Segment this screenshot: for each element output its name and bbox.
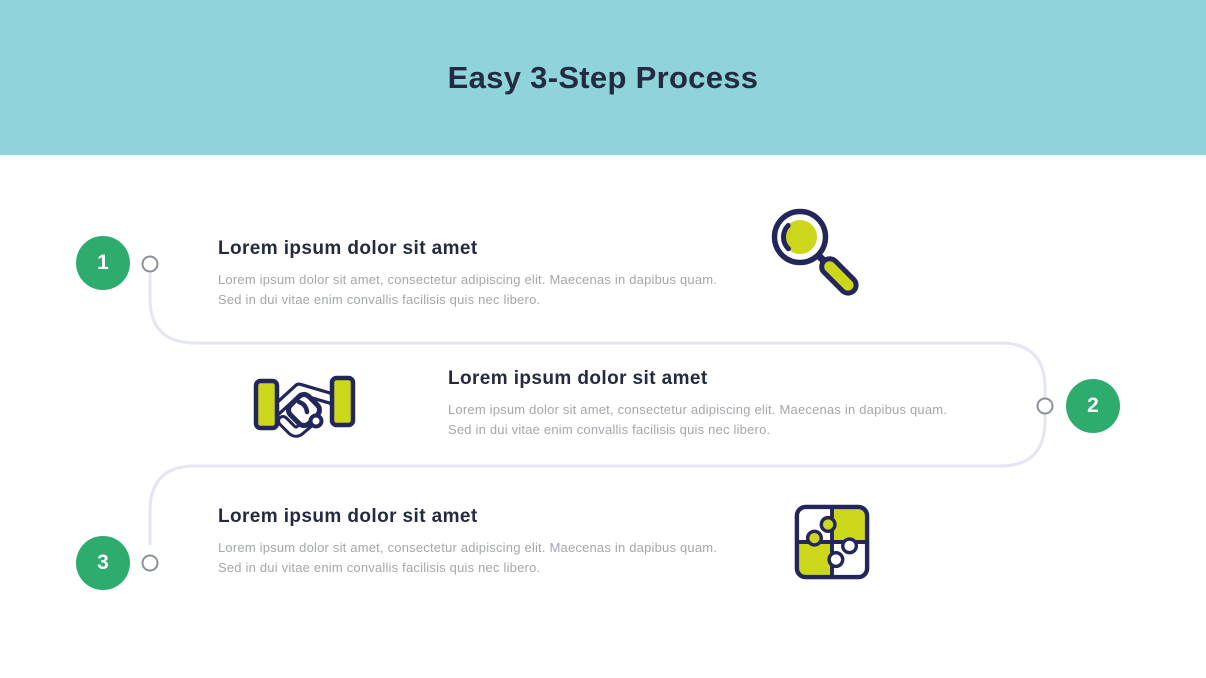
header-band: Easy 3-Step Process: [0, 0, 1206, 155]
slide-title: Easy 3-Step Process: [447, 59, 759, 95]
step-1-text: Lorem ipsum dolor sit amet Lorem ipsum d…: [218, 238, 717, 309]
step-3-title: Lorem ipsum dolor sit amet: [218, 506, 478, 527]
step-1-number-badge: 1: [76, 236, 130, 290]
step-1-title: Lorem ipsum dolor sit amet: [218, 238, 478, 259]
magnifier-icon: [771, 208, 859, 296]
connector-node: [141, 255, 159, 273]
step-2-title: Lorem ipsum dolor sit amet: [448, 368, 708, 389]
step-3-description: Lorem ipsum dolor sit amet, consectetur …: [218, 540, 718, 575]
step-3-number-badge: 3: [76, 536, 130, 590]
connector-node: [1036, 397, 1054, 415]
step-2-text: Lorem ipsum dolor sit amet Lorem ipsum d…: [448, 368, 947, 439]
puzzle-icon: [794, 504, 870, 580]
connector-node: [141, 554, 159, 572]
step-3-text: Lorem ipsum dolor sit amet Lorem ipsum d…: [218, 506, 717, 577]
handshake-icon: [253, 375, 356, 438]
step-1-description: Lorem ipsum dolor sit amet, consectetur …: [218, 272, 718, 307]
step-2-description: Lorem ipsum dolor sit amet, consectetur …: [448, 402, 948, 437]
step-2-number-badge: 2: [1066, 379, 1120, 433]
